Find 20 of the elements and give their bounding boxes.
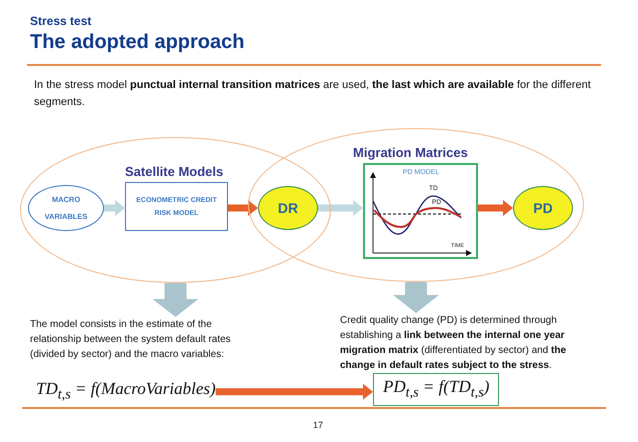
description-text: Credit quality change (PD) is determined through establishing a link between the internal one year migration matrix (differentiated by sector) and the change in default rates subject to the stress. <box>340 313 594 373</box>
result-oval: DR <box>258 186 318 230</box>
large-arrow <box>152 283 198 317</box>
formula-text: TD$_{t,s}$ = f(MacroVariables) <box>36 377 216 406</box>
chart-box <box>363 163 478 259</box>
arrow <box>478 200 513 216</box>
group-heading: Migration Matrices <box>353 145 468 160</box>
title: The adopted approach <box>30 31 244 54</box>
arrow <box>318 200 363 216</box>
page-number: 17 <box>313 420 324 430</box>
intro-text: In the stress model punctual internal transition matrices are used, the last which are available for the different segments. <box>34 78 592 110</box>
group-heading: Satellite Models <box>125 164 224 179</box>
result-oval: PD <box>513 186 573 230</box>
arrow <box>104 200 125 216</box>
description-text: The model consists in the estimate of the relationship between the system default rates (divided by sector) and the macro variables: <box>30 317 262 362</box>
subtitle: Stress test <box>30 14 92 28</box>
arrow <box>216 384 373 400</box>
large-arrow <box>393 282 439 313</box>
formula-box: PD$_{t,s}$ = f(TD$_{t,s}$) <box>373 373 500 406</box>
group-oval <box>248 128 584 282</box>
